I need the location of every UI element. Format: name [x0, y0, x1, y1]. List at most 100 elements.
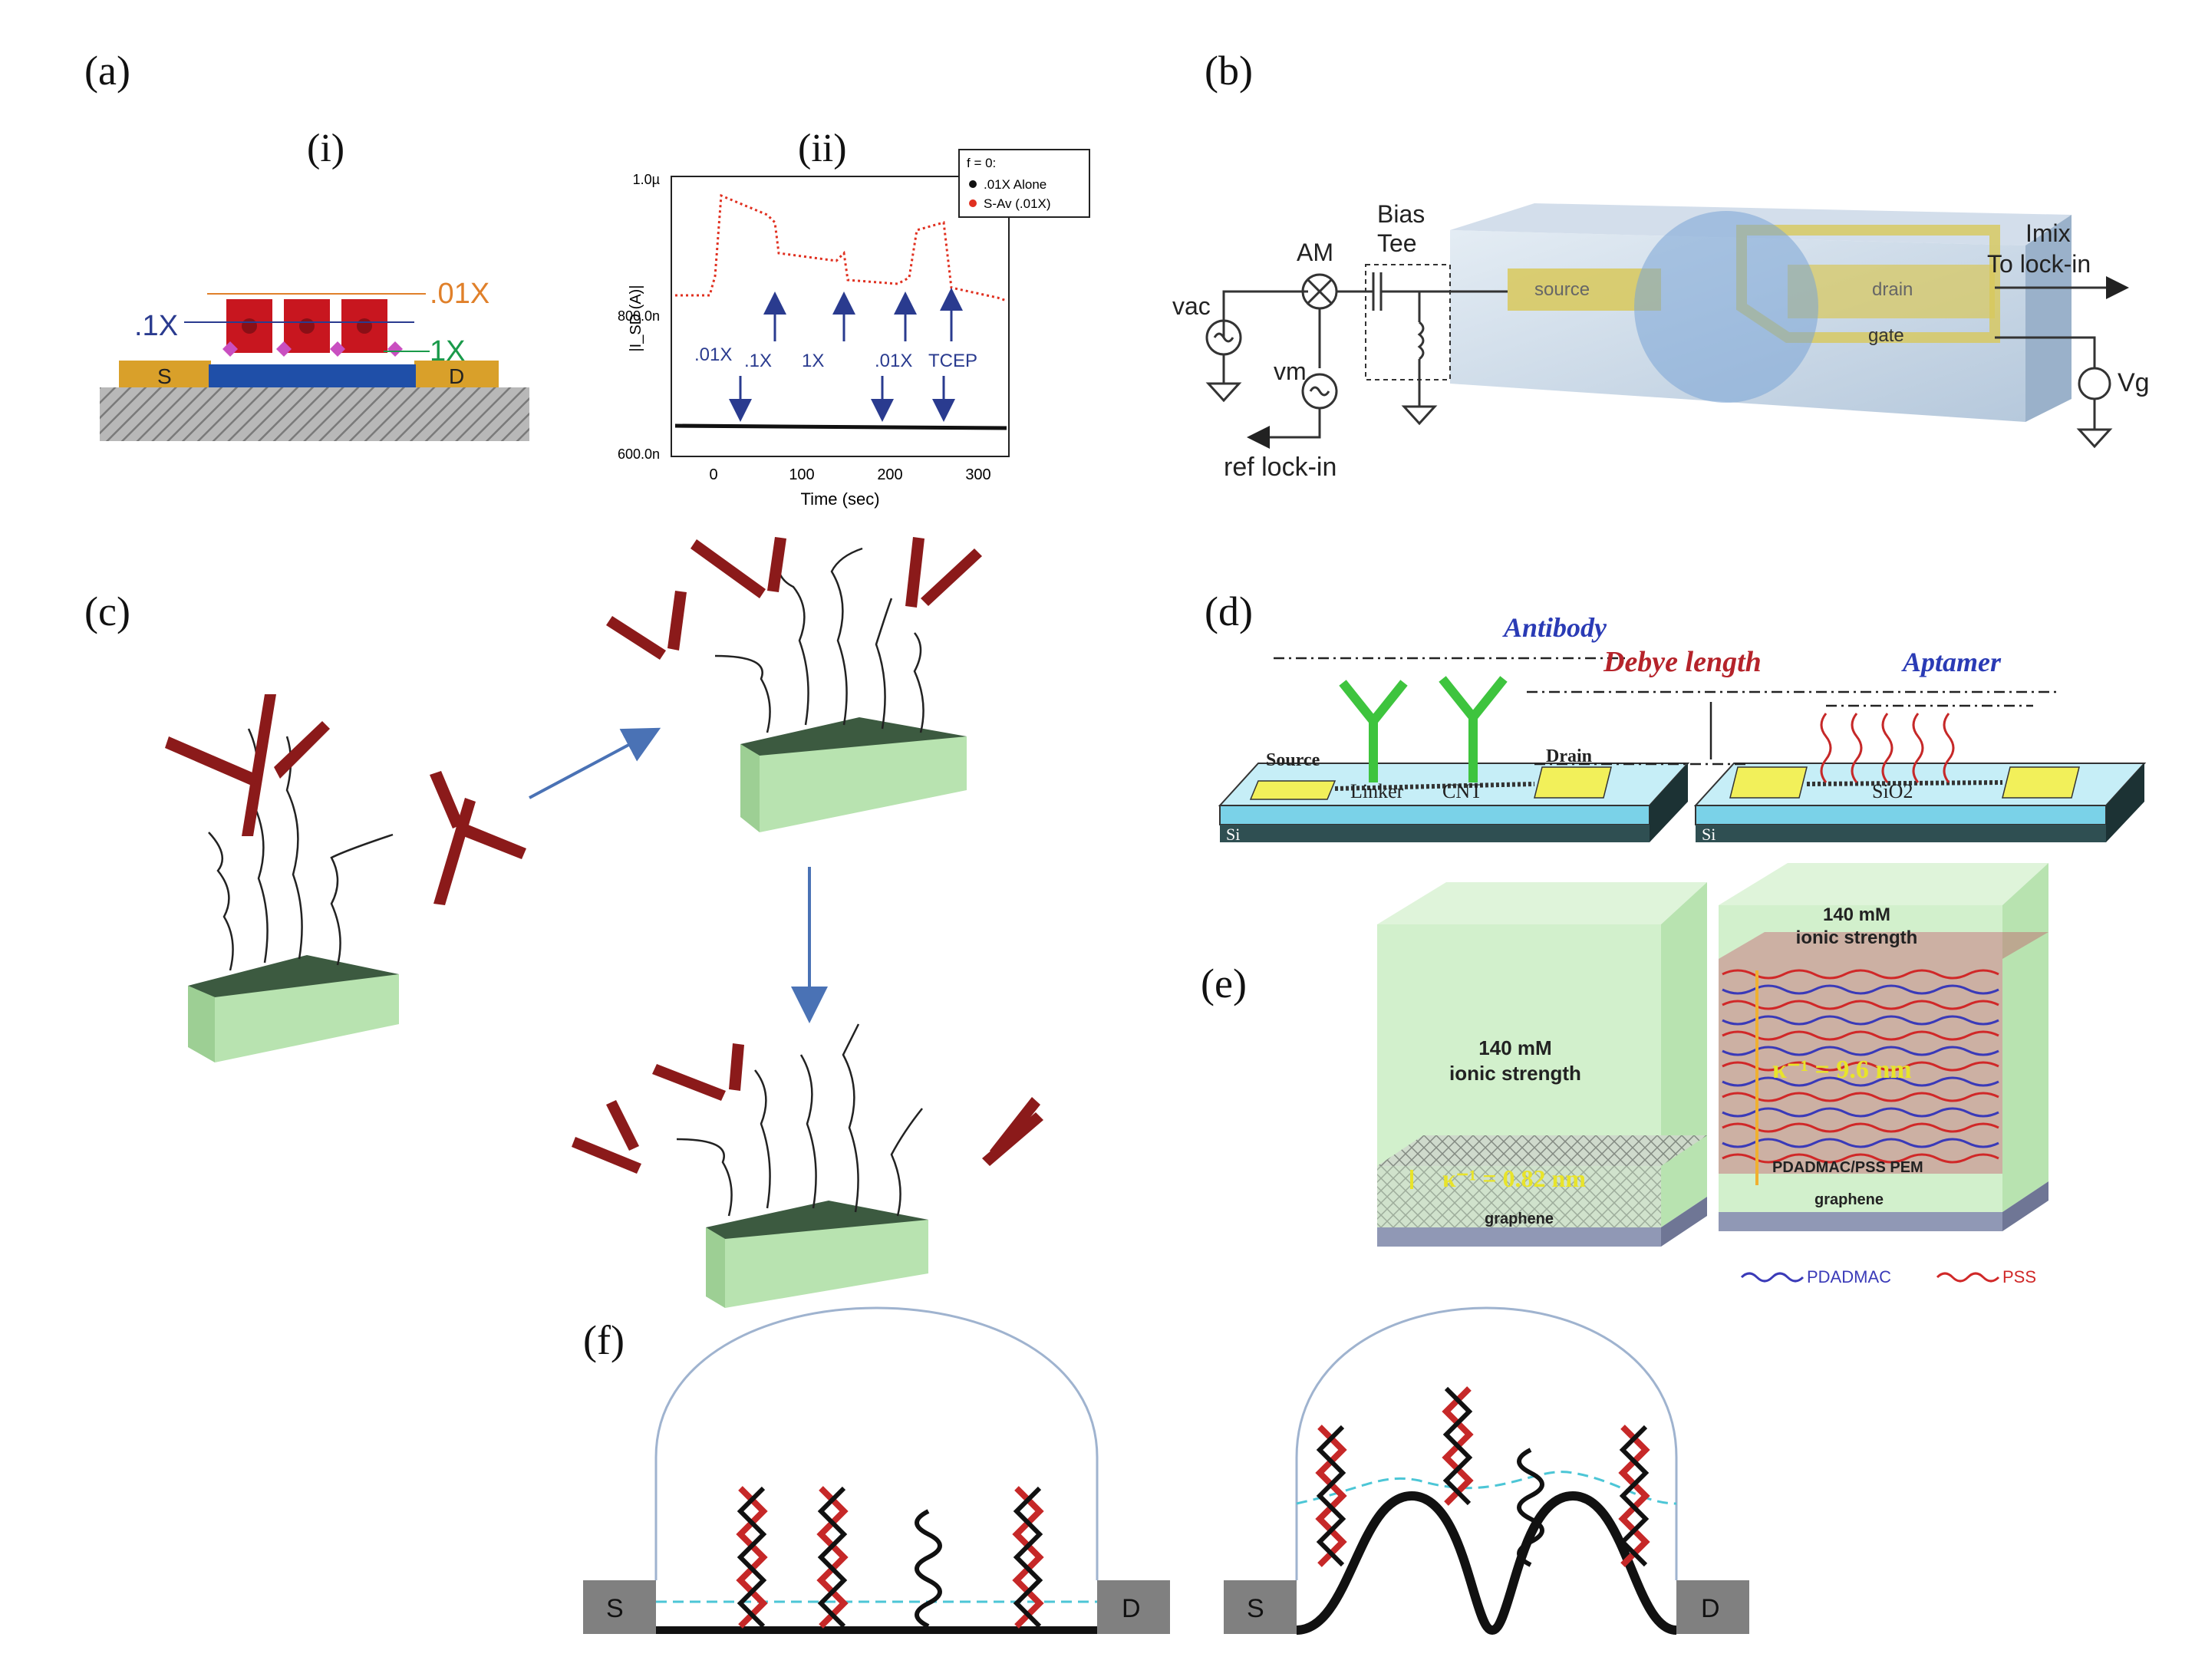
- panel-f: (f) S D S D: [583, 1306, 1749, 1636]
- legend-box: [958, 149, 1090, 218]
- e-graphene-left: graphene: [1485, 1211, 1554, 1227]
- x-axis-label: Time (sec): [800, 489, 879, 509]
- polymer-layer: [1719, 932, 2048, 1174]
- x-tick-200: 200: [877, 466, 902, 483]
- e-left-ionic-2: ionic strength: [1449, 1062, 1581, 1085]
- source-electrode-d2: [1729, 766, 1808, 799]
- imix-label: Imix: [2025, 219, 2071, 247]
- cube-right-side: [2002, 863, 2048, 1212]
- d-cnt-label: CNT: [1442, 780, 1482, 802]
- annot-1x-b: 1X: [802, 351, 824, 371]
- bias-tee-box: [1365, 264, 1451, 380]
- cnt-d: [1334, 782, 1535, 791]
- panel-a: (a) (i) S D: [84, 48, 1090, 509]
- trace-s-av: [675, 193, 1007, 302]
- d-si-left: Si: [1226, 825, 1240, 844]
- annot-01x-b: .01X: [875, 351, 912, 371]
- chip-right-front: [1695, 805, 2107, 825]
- panel-c: (c): [84, 537, 1043, 1308]
- f-source-left: S: [606, 1594, 624, 1623]
- d-sio2-label: SiO2: [1872, 780, 1913, 802]
- d-source-label: Source: [1266, 750, 1320, 770]
- d-debye-label: Debye length: [1603, 646, 1762, 678]
- dome-left: [654, 1306, 1099, 1580]
- x-tick-0: 0: [709, 466, 717, 483]
- graphene-left-front: [1377, 1166, 1661, 1227]
- e-legend-pdadmac: PDADMAC: [1807, 1267, 1891, 1286]
- cube-right-top: [1719, 863, 2048, 905]
- e-right-ionic-2: ionic strength: [1796, 927, 1918, 948]
- d-antibody-label: Antibody: [1502, 612, 1607, 643]
- panel-a-i-label: (i): [307, 127, 344, 170]
- trace-alone: [674, 423, 1007, 430]
- panel-c-label: (c): [84, 588, 130, 634]
- f-drain-pad-right: [1676, 1580, 1749, 1634]
- device-drain-label: drain: [1872, 279, 1913, 300]
- dome-right: [1295, 1306, 1678, 1580]
- e-left-ionic-1: 140 mM: [1478, 1036, 1551, 1059]
- panel-b: (b) source drain gate: [1172, 48, 2150, 482]
- f-drain-left: D: [1122, 1594, 1141, 1623]
- drain-electrode-d: [1534, 766, 1612, 799]
- x-tick-100: 100: [789, 466, 814, 483]
- source-label: S: [157, 364, 172, 388]
- conc-1x-green-label: 1X: [430, 335, 465, 367]
- chip-left-front: [1219, 805, 1650, 825]
- drain-electrode-d2: [2002, 766, 2080, 799]
- panel-a-i-device: (i) S D .01X: [100, 127, 529, 441]
- e-graphene-right: graphene: [1814, 1191, 1884, 1208]
- tee-label: Tee: [1377, 229, 1417, 257]
- panel-a-ii-label: (ii): [798, 127, 847, 170]
- x-tick-300: 300: [965, 466, 990, 483]
- legend-pss-swatch: [1936, 1272, 2000, 1283]
- circuit-wires: [1205, 272, 2129, 449]
- f-source-pad-left: [583, 1580, 656, 1634]
- annot-1x-a: .1X: [744, 351, 772, 371]
- panel-b-label: (b): [1205, 48, 1253, 94]
- panel-f-label: (f): [583, 1317, 625, 1363]
- e-legend-pss: PSS: [2002, 1267, 2036, 1286]
- e-kappa-left: κ⁻¹ = 0.82 nm: [1442, 1164, 1586, 1192]
- legend-marker-sav: [969, 199, 977, 207]
- source-electrode-d: [1249, 780, 1337, 800]
- d-linker-label: Linker: [1350, 780, 1404, 802]
- chip-bottom: [572, 1023, 1043, 1308]
- y-tick-800n: 800.0n: [618, 308, 660, 324]
- droplet: [1634, 211, 1818, 403]
- f-drain-pad-left: [1097, 1580, 1170, 1634]
- am-label: AM: [1297, 239, 1333, 266]
- y-tick-1u: 1.0µ: [633, 172, 660, 187]
- substrate: [100, 387, 529, 441]
- debye-guides: [1274, 657, 2056, 766]
- chip-right-si: [1696, 825, 2106, 842]
- chip-left: [165, 694, 526, 1062]
- to-lockin-label: To lock-in: [1987, 250, 2091, 278]
- plot-frame: [671, 176, 1010, 457]
- panel-e: (e) 140 mM ionic strength κ⁻¹ = 0.82 nm …: [1201, 863, 2048, 1286]
- e-kappa-right: κ⁻¹ = 9.6 nm: [1772, 1056, 1912, 1084]
- substrate-right: [1719, 1212, 2002, 1231]
- antibodies-bottom: [572, 1043, 1043, 1174]
- chip-left-side: [1650, 763, 1688, 842]
- e-right-ionic-1: 140 mM: [1823, 904, 1890, 925]
- panel-a-ii-plot: (ii) 1.0µ 800.0n 600.0n 0 100 200 300 Ti…: [618, 127, 1090, 509]
- substrate-left: [1377, 1227, 1661, 1247]
- f-source-right: S: [1247, 1594, 1264, 1623]
- device-source-label: source: [1534, 279, 1590, 300]
- conc-1x-blue-label: .1X: [134, 310, 178, 342]
- panel-e-label: (e): [1201, 960, 1247, 1006]
- substrate-right-side: [2002, 1181, 2048, 1231]
- d-drain-label: Drain: [1546, 746, 1592, 766]
- y-tick-600n: 600.0n: [618, 446, 660, 462]
- annotation-arrows: [729, 288, 963, 422]
- f-source-pad-right: [1224, 1580, 1297, 1634]
- chip-left-si: [1220, 825, 1650, 842]
- drain-pad: [1788, 265, 1995, 318]
- antibodies-left: [165, 694, 526, 905]
- legend-alone: .01X Alone: [984, 177, 1046, 192]
- f-drain-right: D: [1701, 1594, 1720, 1623]
- panel-d: (d) Source Drain Linker CNT Si: [1205, 588, 2147, 844]
- drain-electrode: [414, 361, 499, 387]
- graphene-left-sheet: [1377, 1135, 1707, 1166]
